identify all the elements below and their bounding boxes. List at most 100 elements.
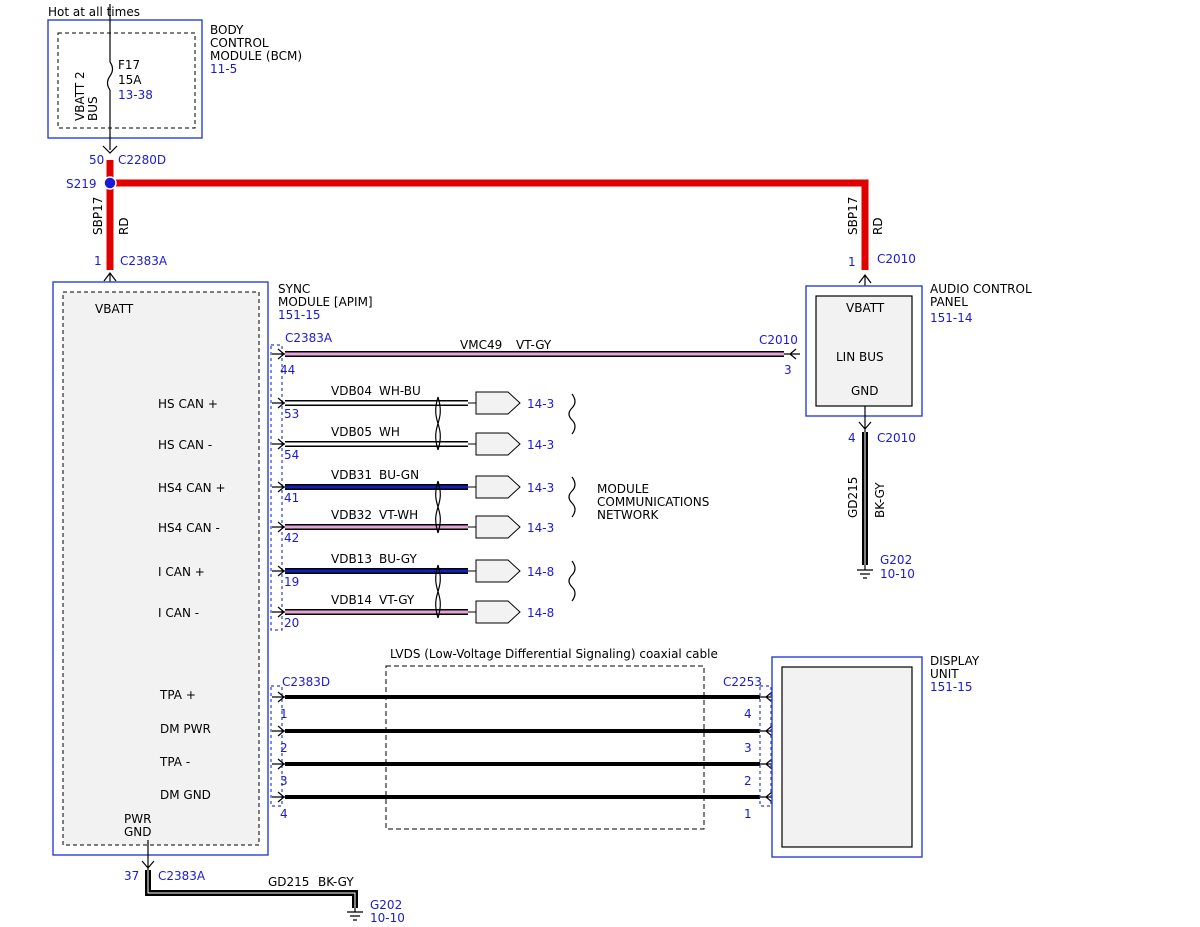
acp-gnd-color: BK-GY	[873, 482, 887, 518]
lvds-sync-connector: C2383D	[282, 675, 330, 689]
lvds-display-pin: 2	[744, 774, 752, 788]
display-name-line-2: UNIT	[930, 667, 959, 681]
can-circuit: VDB14	[331, 593, 372, 607]
can-label: I CAN -	[158, 606, 199, 620]
splice-connector: C2280D	[118, 153, 166, 167]
can-label: HS4 CAN -	[158, 521, 220, 535]
can-circuit: VDB04	[331, 384, 372, 398]
can-pin: 42	[284, 531, 299, 545]
connector-arrow-icon	[272, 791, 285, 803]
can-color: WH	[379, 425, 400, 439]
acp-vbatt-connector: C2010	[877, 252, 916, 266]
bcm-bus-line-2: BUS	[86, 96, 100, 121]
can-ref: 14-8	[527, 606, 554, 620]
network-arrow-icon	[468, 600, 521, 624]
can-label: HS CAN +	[158, 397, 218, 411]
brace-icon	[568, 393, 576, 602]
bcm-ref: 11-5	[210, 62, 237, 76]
lvds-display-pin: 4	[744, 707, 752, 721]
network-arrow-icon	[468, 515, 521, 539]
sync-gnd-circuit: GD215	[268, 875, 309, 889]
twisted-pair-icon	[435, 480, 441, 534]
splice-pin: 50	[89, 153, 104, 167]
can-color: WH-BU	[379, 384, 421, 398]
can-circuit: VDB13	[331, 552, 372, 566]
lin-acp-connector: C2010	[759, 333, 798, 347]
sync-ground-wire-stripe	[147, 870, 356, 908]
lin-sync-connector: C2383A	[285, 331, 333, 345]
acp-ground-name: G202	[880, 553, 912, 567]
acp-gnd-label: GND	[851, 384, 879, 398]
can-label: HS4 CAN +	[158, 481, 226, 495]
can-color: VT-GY	[379, 593, 415, 607]
can-label: HS CAN -	[158, 438, 212, 452]
connector-arrow-icon	[141, 840, 155, 870]
lin-acp-pin: 3	[784, 363, 792, 377]
sync-ground-name: G202	[370, 898, 402, 912]
network-arrow-icon	[468, 559, 521, 583]
lvds-label: LVDS (Low-Voltage Differential Signaling…	[390, 647, 718, 661]
sync-vbatt-label: VBATT	[95, 302, 134, 316]
can-circuit: VDB32	[331, 508, 372, 522]
can-circuit: VDB31	[331, 468, 372, 482]
fuse-icon	[106, 61, 114, 91]
splice-node-icon	[103, 176, 117, 190]
lvds-sync-label: DM GND	[160, 788, 211, 802]
connector-arrow-icon	[272, 725, 285, 737]
connector-arrow-icon	[272, 348, 285, 360]
twisted-pair-markers	[435, 396, 441, 619]
can-ref: 14-3	[527, 521, 554, 535]
sync-gnd-pin: 37	[124, 869, 139, 883]
sync-connector-c2383a	[270, 344, 283, 631]
acp-circuit: SBP17	[846, 197, 860, 235]
acp-gnd-pin: 4	[848, 431, 856, 445]
bcm-name-line-3: MODULE (BCM)	[210, 49, 302, 63]
connector-arrow-icon	[102, 145, 118, 154]
sync-pwr-gnd-line-2: GND	[124, 825, 152, 839]
connector-arrow-icon	[272, 438, 285, 450]
lin-circuit-color: VT-GY	[516, 338, 552, 352]
lvds-sync-pin: 2	[280, 741, 288, 755]
lvds-sync-pin: 1	[280, 707, 288, 721]
lvds-sync-pin: 4	[280, 807, 288, 821]
lvds-display-connector: C2253	[723, 675, 762, 689]
lvds-sync-label: DM PWR	[160, 722, 211, 736]
splice-color: RD	[117, 217, 131, 235]
connector-arrow-icon	[858, 406, 872, 432]
can-color: VT-WH	[379, 508, 418, 522]
sync-gnd-connector: C2383A	[158, 869, 206, 883]
network-label-line-3: NETWORK	[597, 508, 660, 522]
connector-arrow-icon	[272, 691, 285, 703]
sync-ref: 151-15	[278, 308, 321, 322]
sync-vbatt-pin: 1	[94, 254, 102, 268]
twisted-pair-icon	[435, 396, 441, 451]
acp-lin-label: LIN BUS	[836, 350, 884, 364]
lin-circuit-name: VMC49	[460, 338, 502, 352]
lvds-sync-pin: 3	[280, 774, 288, 788]
can-pin: 19	[284, 575, 299, 589]
acp-color: RD	[871, 217, 885, 235]
display-inner-box	[781, 666, 913, 848]
acp-name-line-1: AUDIO CONTROL	[930, 282, 1032, 296]
acp-vbatt-label: VBATT	[846, 301, 885, 315]
network-arrow-icon	[468, 391, 521, 415]
can-pin: 53	[284, 407, 299, 421]
connector-arrow-icon	[272, 521, 285, 533]
acp-ref: 151-14	[930, 311, 973, 325]
bcm-bus-line-1: VBATT 2	[73, 71, 87, 121]
display-connector	[759, 685, 772, 807]
sync-ground-ref: 10-10	[370, 911, 405, 925]
network-label-line-2: COMMUNICATIONS	[597, 495, 709, 509]
can-ref: 14-3	[527, 481, 554, 495]
acp-gnd-circuit: GD215	[846, 477, 860, 518]
can-ref: 14-8	[527, 565, 554, 579]
power-wire	[106, 160, 869, 270]
connector-arrow-icon	[272, 481, 285, 493]
can-ref: 14-3	[527, 397, 554, 411]
can-color: BU-GY	[379, 552, 417, 566]
display-ref: 151-15	[930, 680, 973, 694]
bcm-name-line-2: CONTROL	[210, 36, 269, 50]
splice-name: S219	[66, 177, 97, 191]
lvds-sync-label: TPA +	[159, 688, 196, 702]
